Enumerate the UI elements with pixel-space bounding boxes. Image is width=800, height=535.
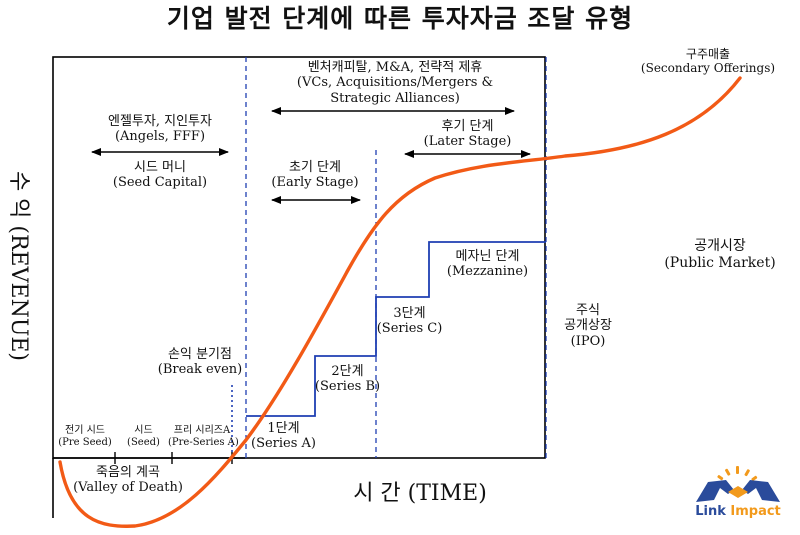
handshake-icon <box>696 466 780 502</box>
label-seed-capital-en: (Seed Capital) <box>112 175 208 191</box>
label-angels: 엔젤투자, 지인투자 (Angels, FFF) <box>75 114 245 145</box>
label-series-a-ko: 1단계 <box>267 421 300 436</box>
label-later-stage: 후기 단계 (Later Stage) <box>405 119 530 150</box>
label-vc-ko: 벤처캐피탈, M&A, 전략적 제휴 <box>307 60 483 75</box>
y-axis-label: 수 익 (REVENUE) <box>5 170 31 362</box>
label-early-stage-ko: 초기 단계 <box>289 160 341 175</box>
label-pre-series-a: 프리 시리즈A (Pre-Series A) <box>168 425 239 449</box>
label-series-b-en: (Series B) <box>314 379 381 395</box>
label-pre-series-a-ko: 프리 시리즈A <box>173 425 231 436</box>
label-vc-en-2: Strategic Alliances) <box>330 90 460 106</box>
label-seed-capital: 시드 머니 (Seed Capital) <box>75 160 245 191</box>
label-public-market-en: (Public Market) <box>664 254 776 271</box>
label-series-c-en: (Series C) <box>376 321 443 337</box>
logo-word-link: Link <box>695 504 726 519</box>
label-seed-capital-ko: 시드 머니 <box>134 160 186 175</box>
logo-wordmark: Link Impact <box>688 504 788 519</box>
label-vc-en-1: (VCs, Acquisitions/Mergers & <box>296 75 494 91</box>
label-mezzanine-ko: 메자닌 단계 <box>455 249 520 264</box>
label-valley-en: (Valley of Death) <box>73 480 183 496</box>
label-series-c-ko: 3단계 <box>393 306 426 321</box>
label-vc: 벤처캐피탈, M&A, 전략적 제휴 (VCs, Acquisitions/Me… <box>270 60 520 106</box>
label-ipo-en: (IPO) <box>570 333 606 349</box>
label-break-even-en: (Break even) <box>157 362 243 378</box>
label-early-stage: 초기 단계 (Early Stage) <box>255 160 375 191</box>
label-valley-ko: 죽음의 계곡 <box>96 465 160 480</box>
label-early-stage-en: (Early Stage) <box>271 175 359 191</box>
page-title: 기업 발전 단계에 따른 투자자금 조달 유형 <box>166 4 634 33</box>
label-pre-series-a-en: (Pre-Series A) <box>168 436 239 448</box>
label-pre-seed: 전기 시드 (Pre Seed) <box>55 425 115 449</box>
label-mezzanine: 메자닌 단계 (Mezzanine) <box>430 249 545 280</box>
link-impact-logo: Link Impact <box>688 462 788 522</box>
label-series-b-ko: 2단계 <box>331 364 364 379</box>
label-secondary-offerings: 구주매출 (Secondary Offerings) <box>628 47 788 75</box>
label-ipo: 주식 공개상장 (IPO) <box>548 303 628 349</box>
label-angels-en: (Angels, FFF) <box>114 129 206 145</box>
logo-word-impact: Impact <box>730 504 781 519</box>
label-mezzanine-en: (Mezzanine) <box>446 264 529 280</box>
label-later-stage-ko: 후기 단계 <box>441 119 494 134</box>
growth-curve <box>58 76 742 528</box>
label-pre-seed-en: (Pre Seed) <box>58 436 112 448</box>
label-angels-ko: 엔젤투자, 지인투자 <box>108 114 212 129</box>
label-ipo-ko-1: 주식 <box>576 303 600 318</box>
plot-frame <box>52 56 546 459</box>
label-ipo-ko-2: 공개상장 <box>564 318 612 334</box>
label-seed-en: (Seed) <box>127 436 160 448</box>
label-series-a: 1단계 (Series A) <box>246 421 321 452</box>
x-axis-label: 시 간 (TIME) <box>353 481 487 506</box>
label-seed: 시드 (Seed) <box>115 425 172 449</box>
label-secondary-en: (Secondary Offerings) <box>640 61 776 76</box>
label-secondary-ko: 구주매출 <box>685 47 731 61</box>
label-break-even-ko: 손익 분기점 <box>168 347 232 362</box>
label-series-a-en: (Series A) <box>251 436 316 452</box>
series-step-line <box>246 241 546 417</box>
label-public-market-ko: 공개시장 <box>694 238 746 254</box>
label-valley-of-death: 죽음의 계곡 (Valley of Death) <box>68 465 188 496</box>
label-later-stage-en: (Later Stage) <box>423 134 512 150</box>
label-break-even: 손익 분기점 (Break even) <box>145 347 255 378</box>
label-public-market: 공개시장 (Public Market) <box>650 238 790 271</box>
label-series-b: 2단계 (Series B) <box>310 364 385 395</box>
label-series-c: 3단계 (Series C) <box>372 306 447 337</box>
label-pre-seed-ko: 전기 시드 <box>65 425 105 436</box>
label-seed-ko: 시드 <box>134 425 153 436</box>
